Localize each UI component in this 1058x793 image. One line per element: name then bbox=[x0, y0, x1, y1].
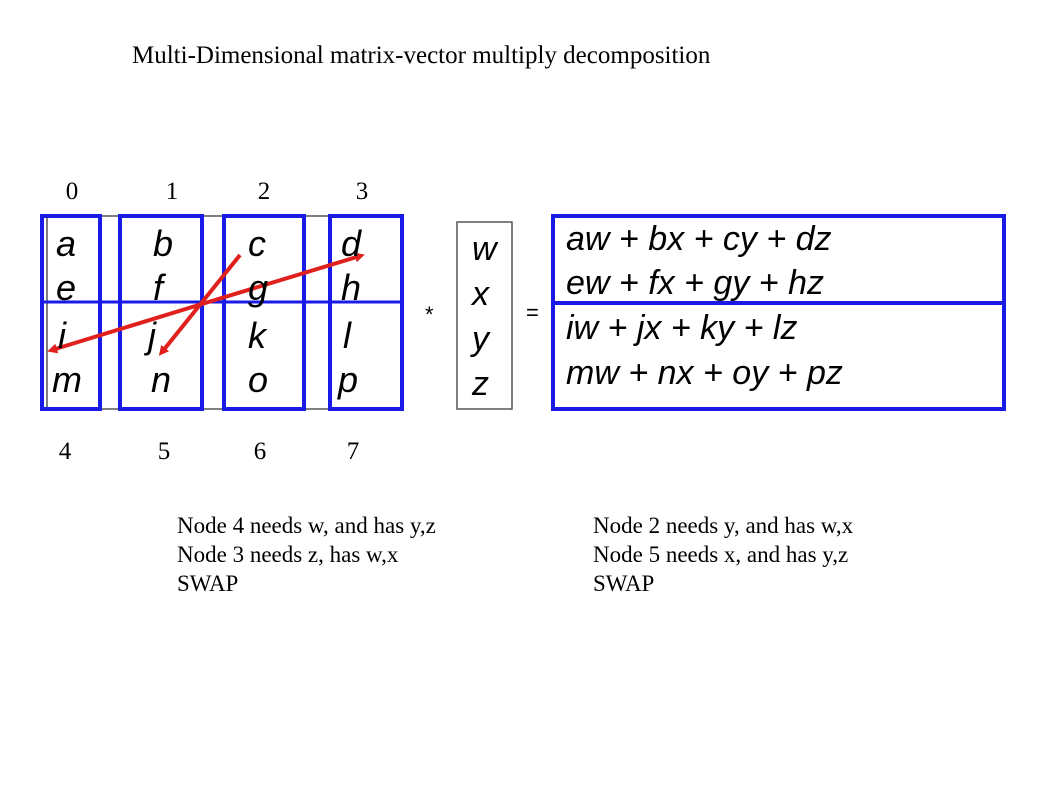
vector-cell-y: y bbox=[472, 320, 489, 358]
result-box-bottom bbox=[551, 301, 1006, 411]
matrix-cell-e: e bbox=[56, 267, 77, 308]
note-left-line-1: Node 4 needs w, and has y,z bbox=[177, 513, 436, 538]
matrix-cell-a: a bbox=[56, 223, 77, 264]
matrix-cell-g: g bbox=[248, 267, 269, 308]
matrix-cell-h: h bbox=[341, 267, 362, 308]
swap-arrow-1 bbox=[214, 252, 365, 302]
matrix-cell-c: c bbox=[248, 223, 266, 264]
vector-cell-x: x bbox=[472, 275, 489, 313]
matrix-cell-o: o bbox=[248, 359, 269, 400]
note-left-line-2: Node 3 needs z, has w,x bbox=[177, 542, 399, 567]
vector-box bbox=[456, 221, 513, 410]
result-row-1: ew + fx + gy + hz bbox=[566, 264, 824, 302]
diagram-title: Multi-Dimensional matrix-vector multiply… bbox=[132, 42, 711, 69]
matrix-cell-l: l bbox=[343, 315, 351, 356]
equals-symbol: = bbox=[526, 300, 539, 325]
notes-left: Node 4 needs w, and has y,z Node 3 needs… bbox=[177, 511, 436, 598]
matrix-column-box-3 bbox=[328, 214, 404, 411]
matrix-column-box-2 bbox=[222, 214, 306, 411]
node-number-3: 3 bbox=[355, 178, 369, 205]
note-left-line-3: SWAP bbox=[177, 571, 239, 596]
swap-arrow-2 bbox=[47, 298, 216, 354]
node-number-7: 7 bbox=[346, 438, 360, 465]
matrix-cell-f: f bbox=[153, 267, 164, 308]
node-number-6: 6 bbox=[253, 438, 267, 465]
node-number-5: 5 bbox=[157, 438, 171, 465]
matrix-cell-d: d bbox=[341, 223, 362, 264]
note-right-line-3: SWAP bbox=[593, 571, 655, 596]
multiply-symbol: * bbox=[425, 302, 434, 327]
note-right-line-2: Node 5 needs x, and has y,z bbox=[593, 542, 849, 567]
matrix-cell-p: p bbox=[338, 359, 359, 400]
swap-arrow-3 bbox=[158, 253, 242, 356]
note-right-line-1: Node 2 needs y, and has w,x bbox=[593, 513, 854, 538]
node-number-1: 1 bbox=[165, 178, 179, 205]
matrix-cell-k: k bbox=[248, 315, 266, 356]
result-row-2: iw + jx + ky + lz bbox=[566, 309, 798, 347]
matrix-cell-n: n bbox=[151, 359, 172, 400]
vector-cell-z: z bbox=[472, 365, 489, 403]
matrix-cell-i: i bbox=[58, 315, 66, 356]
matrix-cell-m: m bbox=[52, 359, 82, 400]
node-number-0: 0 bbox=[65, 178, 79, 205]
result-row-0: aw + bx + cy + dz bbox=[566, 220, 832, 258]
matrix-column-box-1 bbox=[118, 214, 204, 411]
matrix-cell-b: b bbox=[153, 223, 174, 264]
matrix-cell-j: j bbox=[148, 315, 156, 356]
node-number-4: 4 bbox=[58, 438, 72, 465]
vector-cell-w: w bbox=[472, 230, 497, 268]
node-number-2: 2 bbox=[257, 178, 271, 205]
result-row-3: mw + nx + oy + pz bbox=[566, 354, 843, 392]
matrix-column-box-0 bbox=[40, 214, 102, 411]
notes-right: Node 2 needs y, and has w,x Node 5 needs… bbox=[593, 511, 853, 598]
